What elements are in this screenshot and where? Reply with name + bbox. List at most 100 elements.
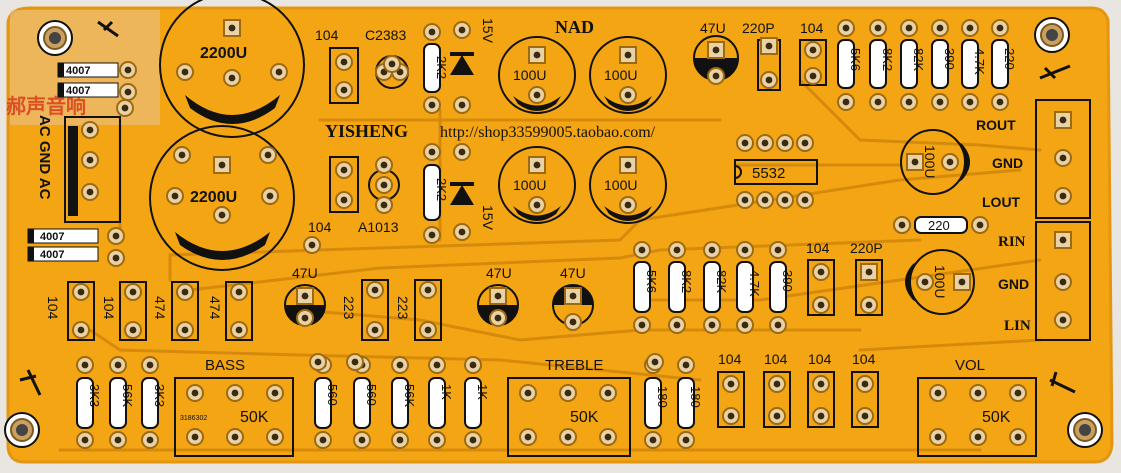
mount-hole-bottom-right — [1067, 412, 1103, 448]
svg-text:47U: 47U — [486, 265, 512, 281]
maker-yisheng: YISHENG — [325, 121, 408, 141]
ecap-100u-4: 100U — [589, 146, 667, 224]
svg-text:15V: 15V — [480, 205, 496, 231]
svg-text:100U: 100U — [604, 67, 637, 83]
cap-220p-mid: 220P — [850, 240, 883, 316]
mount-hole-bottom-left — [4, 412, 40, 448]
svg-text:220: 220 — [1002, 48, 1017, 70]
svg-text:220P: 220P — [742, 20, 775, 36]
ecap-100u-3: 100U — [498, 146, 576, 224]
ecap-100u-right-bottom: 100U — [905, 249, 975, 315]
svg-text:82K: 82K — [911, 48, 926, 71]
svg-text:100U: 100U — [513, 177, 546, 193]
resistor-row-treble: 180 180 — [644, 356, 703, 449]
svg-text:BASS: BASS — [205, 357, 245, 374]
diode-4007-d: 4007 — [27, 246, 99, 262]
svg-text:100U: 100U — [513, 67, 546, 83]
svg-text:4007: 4007 — [40, 231, 64, 243]
pot-bass: BASS 3186302 50K — [174, 357, 294, 457]
svg-text:2K2: 2K2 — [434, 178, 449, 201]
ecap-100u-1: 100U — [498, 36, 576, 114]
svg-text:104: 104 — [852, 351, 876, 367]
svg-text:100U: 100U — [922, 145, 938, 178]
svg-text:104: 104 — [315, 27, 339, 43]
svg-text:LIN: LIN — [1004, 318, 1031, 334]
zener-15v-top: 15V — [450, 18, 496, 114]
opamp-5532: 5532 — [734, 134, 818, 209]
svg-text:2200U: 2200U — [190, 189, 237, 206]
transistor-a1013: A1013 — [358, 156, 400, 235]
svg-text:3K3: 3K3 — [87, 384, 102, 407]
svg-text:AC GND AC: AC GND AC — [36, 115, 53, 200]
svg-text:5K6: 5K6 — [644, 270, 659, 293]
ecap-47u-left: 47U — [284, 265, 326, 327]
resistor-row-top: 5K6 8K2 82K 390 4.7K 220 — [837, 19, 1017, 111]
ecap-47u-top: 47U — [693, 20, 739, 85]
mount-hole-top-right — [1034, 17, 1070, 53]
cap-row-left: 104 104 474 474 — [45, 281, 253, 341]
svg-text:4007: 4007 — [66, 85, 90, 97]
svg-text:3K3: 3K3 — [152, 384, 167, 407]
ecap-100u-right-top: 100U — [900, 129, 970, 195]
svg-text:474: 474 — [152, 296, 168, 320]
cap-row-bottom: 104 104 104 104 — [717, 351, 879, 428]
svg-text:C2383: C2383 — [365, 27, 406, 43]
ecap-47u-mid: 47U — [477, 265, 519, 327]
ecap-100u-2: 100U — [589, 36, 667, 114]
cap-104-c: 104 — [308, 156, 359, 235]
pot-vol: VOL 50K — [917, 357, 1037, 457]
resistor-220-mid: 220 — [893, 216, 989, 234]
svg-text:220: 220 — [928, 218, 950, 233]
svg-text:A1013: A1013 — [358, 219, 399, 235]
transistor-c2383: C2383 — [365, 27, 409, 89]
svg-text:4.7K: 4.7K — [972, 48, 987, 75]
diode-4007-b: 4007 — [57, 82, 119, 98]
svg-text:1K: 1K — [475, 384, 490, 400]
svg-text:104: 104 — [718, 351, 742, 367]
svg-text:47U: 47U — [700, 20, 726, 36]
svg-text:104: 104 — [806, 240, 830, 256]
brand-nad: NAD — [555, 17, 594, 37]
svg-text:56K: 56K — [402, 384, 417, 407]
svg-text:5532: 5532 — [752, 165, 785, 182]
svg-text:15V: 15V — [480, 18, 496, 44]
svg-text:2200U: 2200U — [200, 45, 247, 62]
mount-hole-top-left — [37, 20, 73, 56]
svg-text:104: 104 — [101, 296, 117, 320]
svg-text:50K: 50K — [570, 409, 599, 426]
svg-text:8K2: 8K2 — [880, 48, 895, 71]
zener-15v-bottom: 15V — [450, 143, 496, 241]
resistor-2k2-bottom: 2K2 — [423, 143, 449, 244]
svg-text:560: 560 — [325, 384, 340, 406]
svg-text:100U: 100U — [932, 265, 948, 298]
svg-text:560: 560 — [364, 384, 379, 406]
pot-treble: TREBLE 50K — [507, 357, 631, 457]
board-outline — [6, 6, 1114, 464]
resistor-row-mid: 5K6 8K2 82K 4.7K 390 — [633, 241, 795, 334]
svg-text:220P: 220P — [850, 240, 883, 256]
svg-text:ROUT: ROUT — [976, 117, 1016, 133]
svg-text:5K6: 5K6 — [848, 48, 863, 71]
svg-text:LOUT: LOUT — [982, 194, 1021, 210]
svg-text:474: 474 — [207, 296, 223, 320]
svg-text:104: 104 — [808, 351, 832, 367]
svg-text:100U: 100U — [604, 177, 637, 193]
svg-text:4007: 4007 — [66, 65, 90, 77]
diode-4007-a: 4007 — [57, 62, 119, 78]
resistor-2k2-top: 2K2 — [423, 23, 449, 114]
svg-text:104: 104 — [45, 296, 61, 320]
input-terminal — [1035, 221, 1091, 341]
cap-2200u-bottom: 2200U — [149, 125, 295, 271]
svg-text:50K: 50K — [982, 409, 1011, 426]
power-input-terminal: AC GND AC — [36, 115, 121, 223]
cap-104-a: 104 — [315, 27, 359, 104]
svg-text:223: 223 — [341, 296, 357, 320]
svg-text:GND: GND — [998, 276, 1029, 292]
output-labels: ROUT GND LOUT RIN GND LIN — [976, 117, 1031, 334]
svg-text:390: 390 — [780, 270, 795, 292]
resistor-row-lower: 560 560 56K 1K 1K — [314, 356, 490, 449]
resistor-row-bass: 3K3 56K 3K3 — [76, 356, 167, 449]
svg-text:50K: 50K — [240, 409, 269, 426]
ecap-47u-right: 47U — [552, 265, 594, 331]
svg-text:8K2: 8K2 — [679, 270, 694, 293]
